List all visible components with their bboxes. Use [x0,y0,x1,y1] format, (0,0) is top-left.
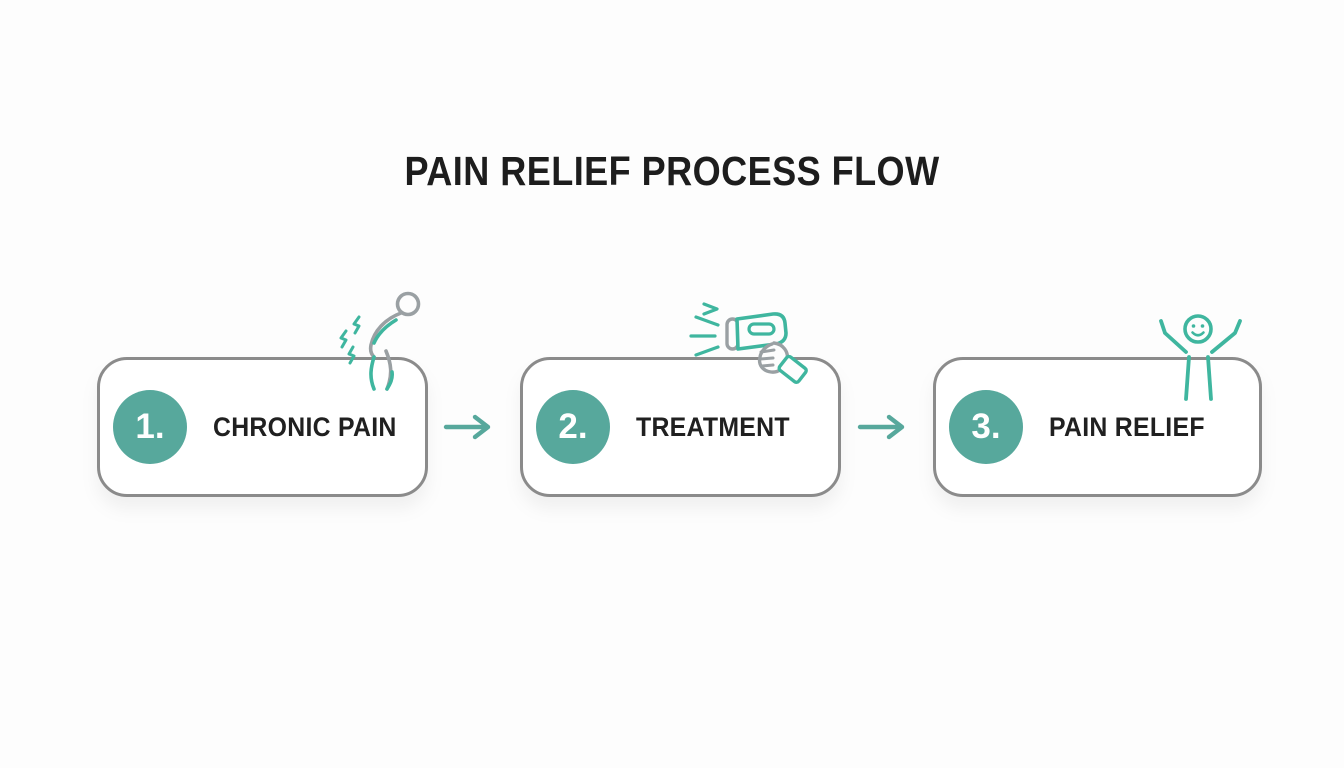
step-number-badge: 1. [113,390,187,464]
happy-person-icon [1152,306,1252,402]
step-label: CHRONIC PAIN [213,411,397,442]
back-pain-person-icon [333,289,433,395]
step-number-badge: 2. [536,390,610,464]
right-arrow-icon [857,412,911,442]
step-label: TREATMENT [636,411,790,442]
page-title: PAIN RELIEF PROCESS FLOW [0,148,1344,195]
page-title-text: PAIN RELIEF PROCESS FLOW [404,148,940,194]
treatment-device-hand-icon [688,300,815,397]
step-box-pain-relief: 3. PAIN RELIEF [933,357,1262,497]
right-arrow-icon [443,412,497,442]
step-box-treatment: 2. TREATMENT [520,357,841,497]
step-number-badge: 3. [949,390,1023,464]
step-label: PAIN RELIEF [1049,411,1205,442]
